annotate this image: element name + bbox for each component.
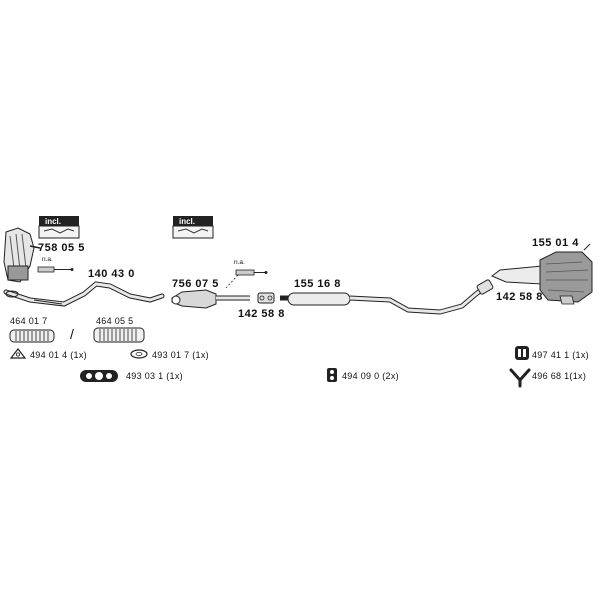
catalyst-drawing xyxy=(171,289,250,309)
part-number-pipe-clamp-rear: 142 58 8 xyxy=(496,291,543,303)
gasket-ring-icon xyxy=(130,349,148,359)
incl-box-left: incl. xyxy=(38,215,80,239)
part-number-pipe-clamp-small: 142 58 8 xyxy=(238,308,285,320)
manifold-catalyst-drawing xyxy=(3,227,41,283)
na-label-middle: n.a. xyxy=(234,259,245,266)
accessory-gasket-triangle: 494 01 4 (1x) xyxy=(30,350,87,360)
part-number-catalyst: 756 07 5 xyxy=(172,278,219,290)
bracket-right-icon xyxy=(509,368,531,388)
rear-silencer-drawing xyxy=(491,243,593,305)
incl-label: incl. xyxy=(179,217,196,226)
accessory-rubber-mount-center: 494 09 0 (2x) xyxy=(342,371,399,381)
rubber-mount-center-icon xyxy=(327,368,337,382)
accessory-gasket-ring: 493 01 7 (1x) xyxy=(152,350,209,360)
incl-box-middle: incl. xyxy=(172,215,214,239)
na-label-left: n.a. xyxy=(42,256,53,263)
flex-pipe-right xyxy=(93,327,145,343)
flex-pipe-left xyxy=(9,329,55,343)
gasket-flat-icon xyxy=(80,370,118,382)
accessory-bracket-right: 496 68 1(1x) xyxy=(532,371,587,381)
part-number-manifold-catalyst: 758 05 5 xyxy=(38,242,85,254)
part-number-middle-silencer: 155 16 8 xyxy=(294,278,341,290)
accessory-gasket-flat: 493 03 1 (1x) xyxy=(126,371,183,381)
pipe-clamp-small-drawing xyxy=(257,292,275,304)
incl-box-icon xyxy=(38,216,80,239)
rubber-mount-right-icon xyxy=(515,346,529,360)
part-number-flex-pipe-left: 464 01 7 xyxy=(10,316,48,326)
lambda-sensor-left xyxy=(37,266,74,273)
part-number-front-pipe: 140 43 0 xyxy=(88,268,135,280)
middle-silencer-drawing xyxy=(280,286,486,315)
flex-pipe-separator: / xyxy=(70,326,74,342)
pipe-clamp-rear-drawing xyxy=(476,279,494,295)
gasket-triangle-icon xyxy=(9,348,27,359)
incl-label: incl. xyxy=(45,217,62,226)
incl-box-icon xyxy=(172,216,214,239)
accessory-rubber-mount-right: 497 41 1 (1x) xyxy=(532,350,589,360)
part-number-flex-pipe-right: 464 05 5 xyxy=(96,316,134,326)
front-pipe-drawing xyxy=(3,281,165,307)
lambda-sensor-middle xyxy=(225,269,268,289)
part-number-rear-silencer: 155 01 4 xyxy=(532,237,579,249)
